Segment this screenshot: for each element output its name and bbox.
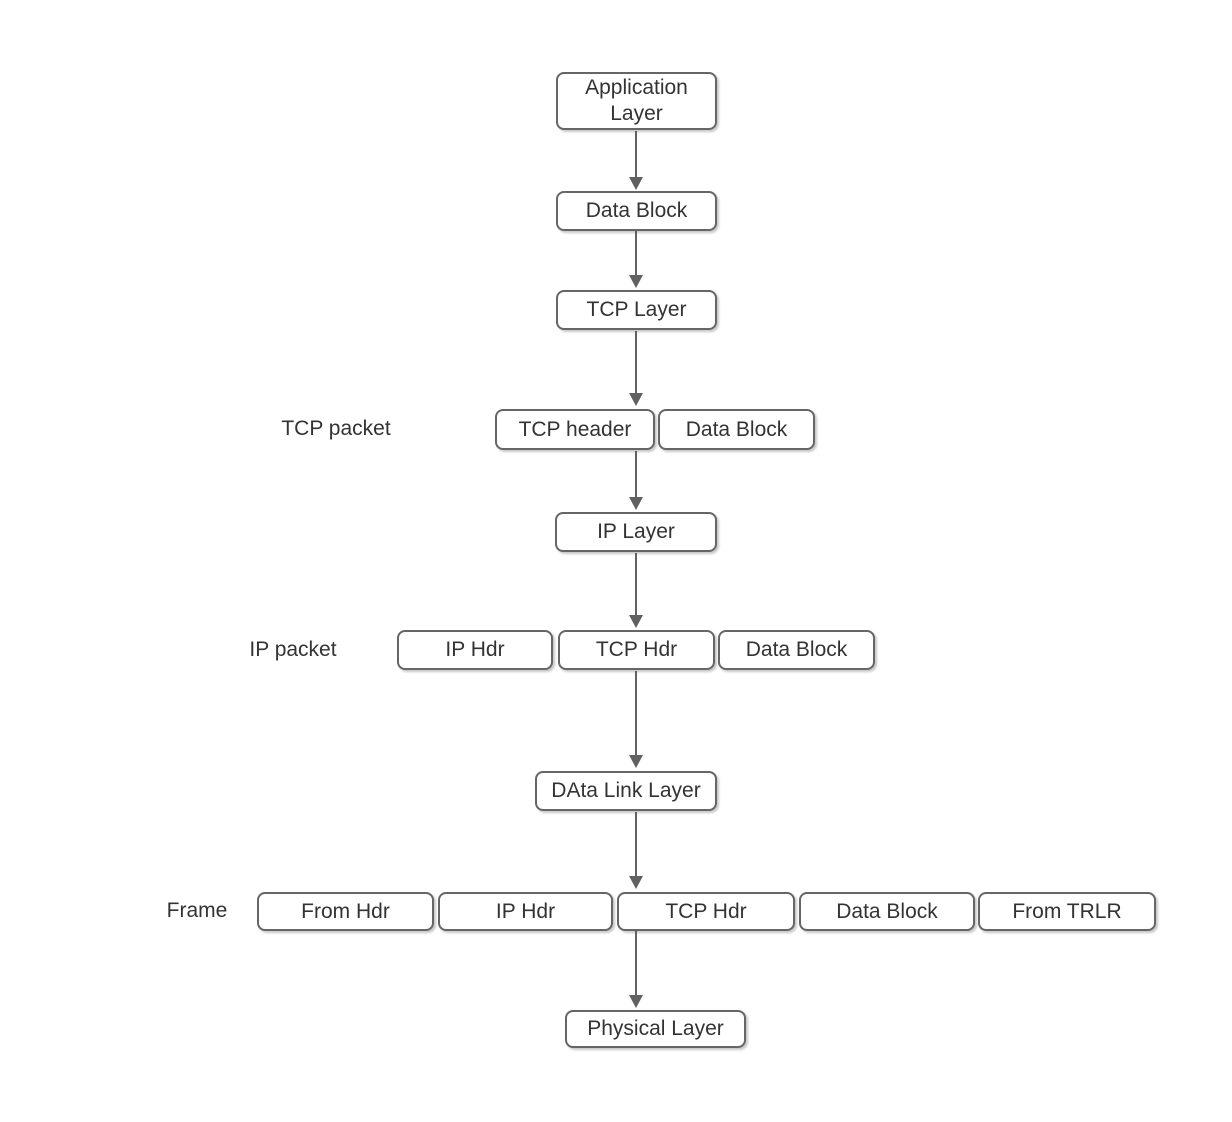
- arrow-down-icon: [629, 275, 643, 288]
- arrow-shaft: [635, 812, 637, 877]
- arrow-shaft: [635, 553, 637, 616]
- node-tcp-header: TCP header: [495, 409, 655, 450]
- node-ip-packet-ip-hdr: IP Hdr: [397, 630, 553, 670]
- arrow-shaft: [635, 451, 637, 498]
- flow-arrow-6: [629, 671, 643, 768]
- flow-arrow-8: [629, 931, 643, 1008]
- node-frame-ip-hdr: IP Hdr: [438, 892, 613, 931]
- node-tcp-packet-data-block: Data Block: [658, 409, 815, 450]
- flow-arrow-5: [629, 553, 643, 628]
- arrow-shaft: [635, 671, 637, 756]
- node-ip-packet-data-block: Data Block: [718, 630, 875, 670]
- label-frame: Frame: [166, 899, 228, 922]
- node-ip-packet-tcp-hdr: TCP Hdr: [558, 630, 715, 670]
- node-tcp-layer: TCP Layer: [556, 290, 717, 330]
- node-data-link-layer: DAta Link Layer: [535, 771, 717, 811]
- node-frame-tcp-hdr: TCP Hdr: [617, 892, 795, 931]
- arrow-down-icon: [629, 177, 643, 190]
- flow-arrow-4: [629, 451, 643, 510]
- node-application-layer: Application Layer: [556, 72, 717, 130]
- label-ip-packet: IP packet: [249, 638, 337, 661]
- arrow-down-icon: [629, 393, 643, 406]
- flow-arrow-3: [629, 331, 643, 406]
- arrow-shaft: [635, 131, 637, 178]
- flow-arrow-2: [629, 231, 643, 288]
- arrow-down-icon: [629, 755, 643, 768]
- node-frame-from-hdr: From Hdr: [257, 892, 434, 931]
- label-tcp-packet: TCP packet: [281, 417, 391, 440]
- node-frame-from-trlr: From TRLR: [978, 892, 1156, 931]
- node-frame-data-block: Data Block: [799, 892, 975, 931]
- arrow-down-icon: [629, 497, 643, 510]
- flow-arrow-7: [629, 812, 643, 889]
- node-physical-layer: Physical Layer: [565, 1010, 746, 1048]
- arrow-down-icon: [629, 995, 643, 1008]
- node-data-block: Data Block: [556, 191, 717, 231]
- node-ip-layer: IP Layer: [555, 512, 717, 552]
- arrow-down-icon: [629, 876, 643, 889]
- arrow-shaft: [635, 931, 637, 996]
- arrow-down-icon: [629, 615, 643, 628]
- arrow-shaft: [635, 231, 637, 276]
- flow-arrow-1: [629, 131, 643, 190]
- arrow-shaft: [635, 331, 637, 394]
